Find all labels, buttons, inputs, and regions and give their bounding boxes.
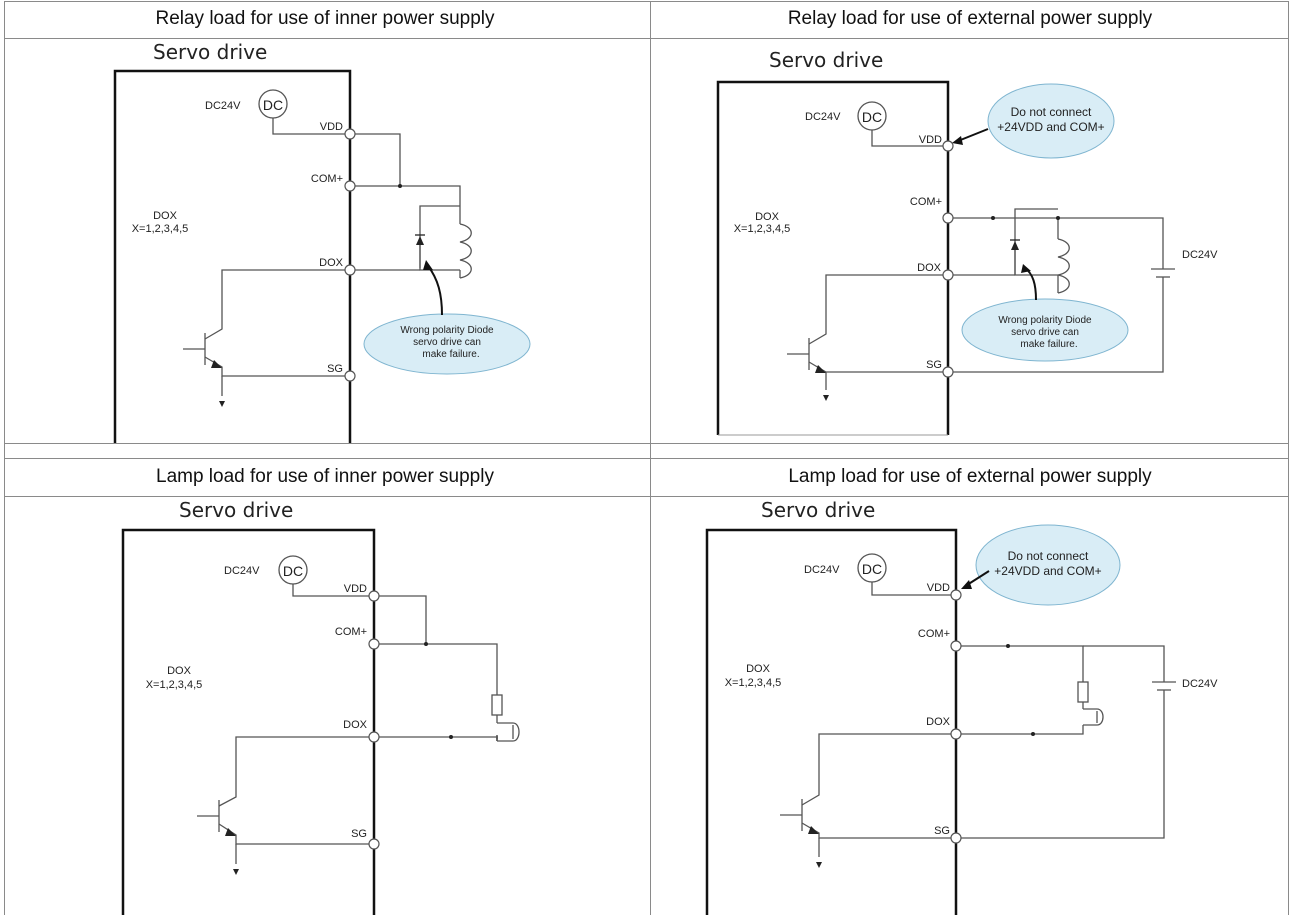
- dox-x-line1: DOX: [153, 210, 178, 222]
- note-line3: make failure.: [422, 349, 479, 360]
- drive-box: [113, 69, 352, 443]
- dox-label: DOX: [917, 262, 942, 274]
- vdd-label: VDD: [927, 582, 950, 594]
- servo-drive-label: Servo drive: [761, 498, 875, 522]
- header-lamp-external: Lamp load for use of external power supp…: [788, 466, 1152, 487]
- dc24v-label: DC24V: [205, 100, 241, 112]
- header-relay-external: Relay load for use of external power sup…: [787, 8, 1153, 29]
- drive-box: [716, 80, 950, 435]
- sg-label: SG: [934, 825, 950, 837]
- dox-x-line1: DOX: [755, 211, 780, 223]
- note-line1: Wrong polarity Diode: [998, 315, 1092, 326]
- grid-line-header1: [4, 38, 1288, 39]
- dc24v-label: DC24V: [805, 111, 841, 123]
- do-not-connect-line2: +24VDD and COM+: [997, 120, 1104, 134]
- vdd-label: VDD: [344, 583, 367, 595]
- grid-line-mid2: [4, 458, 1288, 459]
- dox-x-line1: DOX: [167, 665, 192, 677]
- dc-label: DC: [263, 97, 283, 113]
- grid-line-top: [4, 1, 1288, 2]
- vdd-label: VDD: [320, 121, 343, 133]
- dc-label: DC: [862, 561, 882, 577]
- dox-x-line2: X=1,2,3,4,5: [725, 677, 782, 689]
- note-line1: Wrong polarity Diode: [400, 325, 494, 336]
- header-lamp-inner: Lamp load for use of inner power supply: [156, 466, 494, 487]
- panel-relay-inner: Servo drive DC24V DC VDD COM+ DOX SG DOX…: [113, 40, 531, 443]
- panel-relay-external: Servo drive DC24V DC VDD COM+ DOX SG DOX…: [716, 48, 1218, 436]
- panel-lamp-inner: Servo drive DC24V DC VDD COM+ DOX SG DOX…: [121, 498, 520, 915]
- dc-label: DC: [862, 109, 882, 125]
- servo-drive-label: Servo drive: [153, 40, 267, 64]
- note-line2: servo drive can: [413, 337, 481, 348]
- vdd-label: VDD: [919, 134, 942, 146]
- sg-label: SG: [327, 363, 343, 375]
- com-plus-label: COM+: [311, 173, 343, 185]
- dox-label: DOX: [343, 719, 368, 731]
- dox-label: DOX: [319, 257, 344, 269]
- dox-x-line2: X=1,2,3,4,5: [734, 223, 791, 235]
- do-not-connect-line2: +24VDD and COM+: [994, 564, 1101, 578]
- grid-line-center: [650, 1, 651, 915]
- ext-dc24v-label: DC24V: [1182, 678, 1218, 690]
- servo-drive-label: Servo drive: [769, 48, 883, 72]
- com-plus-label: COM+: [910, 196, 942, 208]
- com-plus-label: COM+: [335, 626, 367, 638]
- servo-drive-label: Servo drive: [179, 498, 293, 522]
- note-line2: servo drive can: [1011, 327, 1079, 338]
- dc-label: DC: [283, 563, 303, 579]
- ext-dc24v-label: DC24V: [1182, 249, 1218, 261]
- do-not-connect-line1: Do not connect: [1011, 105, 1092, 119]
- header-relay-inner: Relay load for use of inner power supply: [155, 8, 495, 29]
- grid-line-header2: [4, 496, 1288, 497]
- dc24v-label: DC24V: [804, 564, 840, 576]
- sg-label: SG: [926, 359, 942, 371]
- sg-label: SG: [351, 828, 367, 840]
- grid-line-mid1: [4, 443, 1288, 444]
- com-plus-label: COM+: [918, 628, 950, 640]
- do-not-connect-line1: Do not connect: [1008, 549, 1089, 563]
- drive-box: [121, 528, 376, 915]
- dox-x-line2: X=1,2,3,4,5: [132, 223, 189, 235]
- dc24v-label: DC24V: [224, 565, 260, 577]
- note-line3: make failure.: [1020, 339, 1077, 350]
- dox-label: DOX: [926, 716, 951, 728]
- dox-x-line1: DOX: [746, 663, 771, 675]
- grid-line-left: [4, 1, 5, 915]
- dox-x-line2: X=1,2,3,4,5: [146, 679, 203, 691]
- panel-lamp-external: Servo drive DC24V DC VDD COM+ DOX SG DOX…: [705, 498, 1218, 915]
- drive-box: [705, 528, 958, 915]
